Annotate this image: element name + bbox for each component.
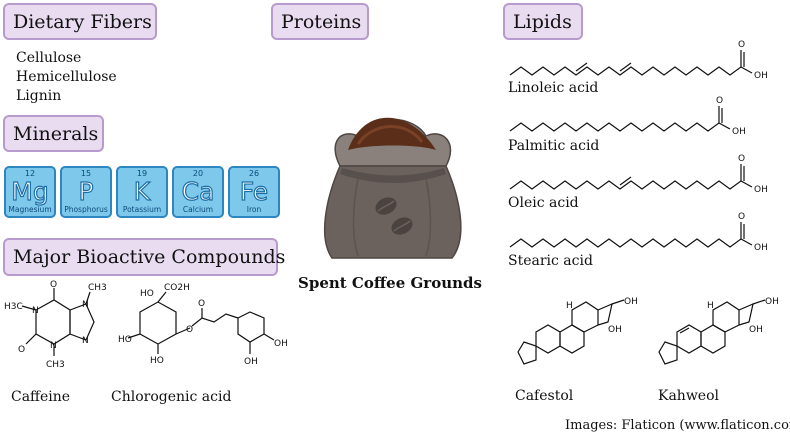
kahweol-label: Kahweol bbox=[658, 388, 719, 404]
hydroxyl-label: OH bbox=[754, 185, 768, 195]
nitrogen-label: N bbox=[50, 341, 57, 351]
stearic-acid-label: Stearic acid bbox=[508, 253, 593, 269]
hydrogen-label: H bbox=[707, 301, 714, 311]
oleic-acid-structure: O OH bbox=[509, 154, 768, 195]
carbonyl-o-label: O bbox=[716, 96, 723, 106]
oxygen-label: O bbox=[18, 345, 25, 355]
element-symbol: Fe bbox=[239, 176, 269, 206]
element-number: 12 bbox=[24, 169, 36, 178]
element-number: 20 bbox=[192, 169, 204, 178]
element-tile-k: 19 K Potassium bbox=[116, 166, 168, 218]
element-symbol: Mg bbox=[11, 176, 50, 206]
hydroxyl-label: OH bbox=[244, 357, 258, 367]
oxygen-label: O bbox=[50, 280, 57, 290]
oleic-acid-label: Oleic acid bbox=[508, 195, 579, 211]
bioactive-title: Major Bioactive Compounds bbox=[3, 238, 285, 276]
fiber-item: Lignin bbox=[16, 88, 62, 104]
fiber-item: Hemicellulose bbox=[16, 69, 117, 85]
image-credit: Images: Flaticon (www.flaticon.com) bbox=[565, 418, 790, 433]
element-name: Iron bbox=[246, 205, 262, 214]
chlorogenic-acid-structure: HO CO2H HO HO OH O O OH OH bbox=[118, 283, 288, 367]
element-name: Potassium bbox=[122, 205, 162, 214]
element-symbol: P bbox=[78, 176, 94, 206]
element-tile-fe: 26 Fe Iron bbox=[228, 166, 280, 218]
element-name: Magnesium bbox=[8, 205, 52, 214]
nitrogen-label: N bbox=[32, 306, 39, 316]
dietary-fibers-list: Cellulose Hemicellulose Lignin bbox=[16, 49, 117, 106]
element-number: 15 bbox=[80, 169, 92, 178]
proteins-title: Proteins bbox=[271, 3, 369, 40]
element-tile-mg: 12 Mg Magnesium bbox=[4, 166, 56, 218]
spent-coffee-grounds-label: Spent Coffee Grounds bbox=[298, 274, 482, 292]
hydrogen-label: H bbox=[566, 301, 573, 311]
methyl-label: CH3 bbox=[88, 283, 107, 293]
element-symbol: K bbox=[133, 176, 151, 206]
hydroxyl-label: HO bbox=[118, 335, 132, 345]
hydroxyl-label: OH bbox=[765, 297, 779, 307]
hydroxyl-label: OH bbox=[732, 127, 746, 137]
hydroxyl-label: HO bbox=[140, 289, 154, 299]
carbonyl-o-label: O bbox=[198, 299, 205, 309]
carbonyl-o-label: O bbox=[738, 212, 745, 222]
carbonyl-o-label: O bbox=[738, 40, 745, 50]
hydroxyl-label: HO bbox=[150, 356, 164, 366]
nitrogen-label: N bbox=[82, 300, 89, 310]
hydroxyl-label: OH bbox=[624, 297, 638, 307]
minerals-title: Minerals bbox=[3, 115, 104, 152]
element-number: 26 bbox=[248, 169, 260, 178]
coffee-bag-icon bbox=[323, 117, 462, 259]
caffeine-structure: H3C N N N N O O CH3 CH3 bbox=[4, 280, 107, 370]
methyl-label: CH3 bbox=[46, 360, 65, 370]
stearic-acid-structure: O OH bbox=[509, 212, 768, 253]
hydroxyl-label: OH bbox=[754, 243, 768, 253]
caffeine-label: Caffeine bbox=[11, 389, 71, 405]
palmitic-acid-label: Palmitic acid bbox=[508, 138, 600, 154]
cafestol-structure: OH OH H bbox=[517, 297, 638, 365]
fiber-item: Cellulose bbox=[16, 50, 82, 66]
linoleic-acid-label: Linoleic acid bbox=[508, 80, 599, 96]
kahweol-structure: OH OH H bbox=[658, 297, 779, 365]
hydroxyl-label: OH bbox=[608, 325, 622, 335]
hydroxyl-label: OH bbox=[274, 339, 288, 349]
methyl-label: H3C bbox=[4, 302, 23, 312]
element-tile-p: 15 P Phosphorus bbox=[60, 166, 112, 218]
dietary-fibers-title: Dietary Fibers bbox=[3, 3, 157, 40]
palmitic-acid-structure: O OH bbox=[509, 96, 746, 137]
linoleic-acid-structure: O OH bbox=[509, 40, 768, 81]
carboxyl-label: CO2H bbox=[164, 283, 190, 293]
carbonyl-o-label: O bbox=[738, 154, 745, 164]
element-symbol: Ca bbox=[181, 176, 215, 206]
cafestol-label: Cafestol bbox=[515, 388, 574, 404]
element-name: Phosphorus bbox=[64, 205, 108, 214]
chlorogenic-acid-label: Chlorogenic acid bbox=[111, 389, 232, 405]
lipids-title: Lipids bbox=[503, 3, 583, 40]
hydroxyl-label: OH bbox=[749, 325, 763, 335]
nitrogen-label: N bbox=[82, 336, 89, 346]
ester-oxygen-label: O bbox=[186, 325, 193, 335]
element-number: 19 bbox=[136, 169, 148, 178]
element-tile-ca: 20 Ca Calcium bbox=[172, 166, 224, 218]
hydroxyl-label: OH bbox=[754, 71, 768, 81]
element-name: Calcium bbox=[182, 205, 214, 214]
